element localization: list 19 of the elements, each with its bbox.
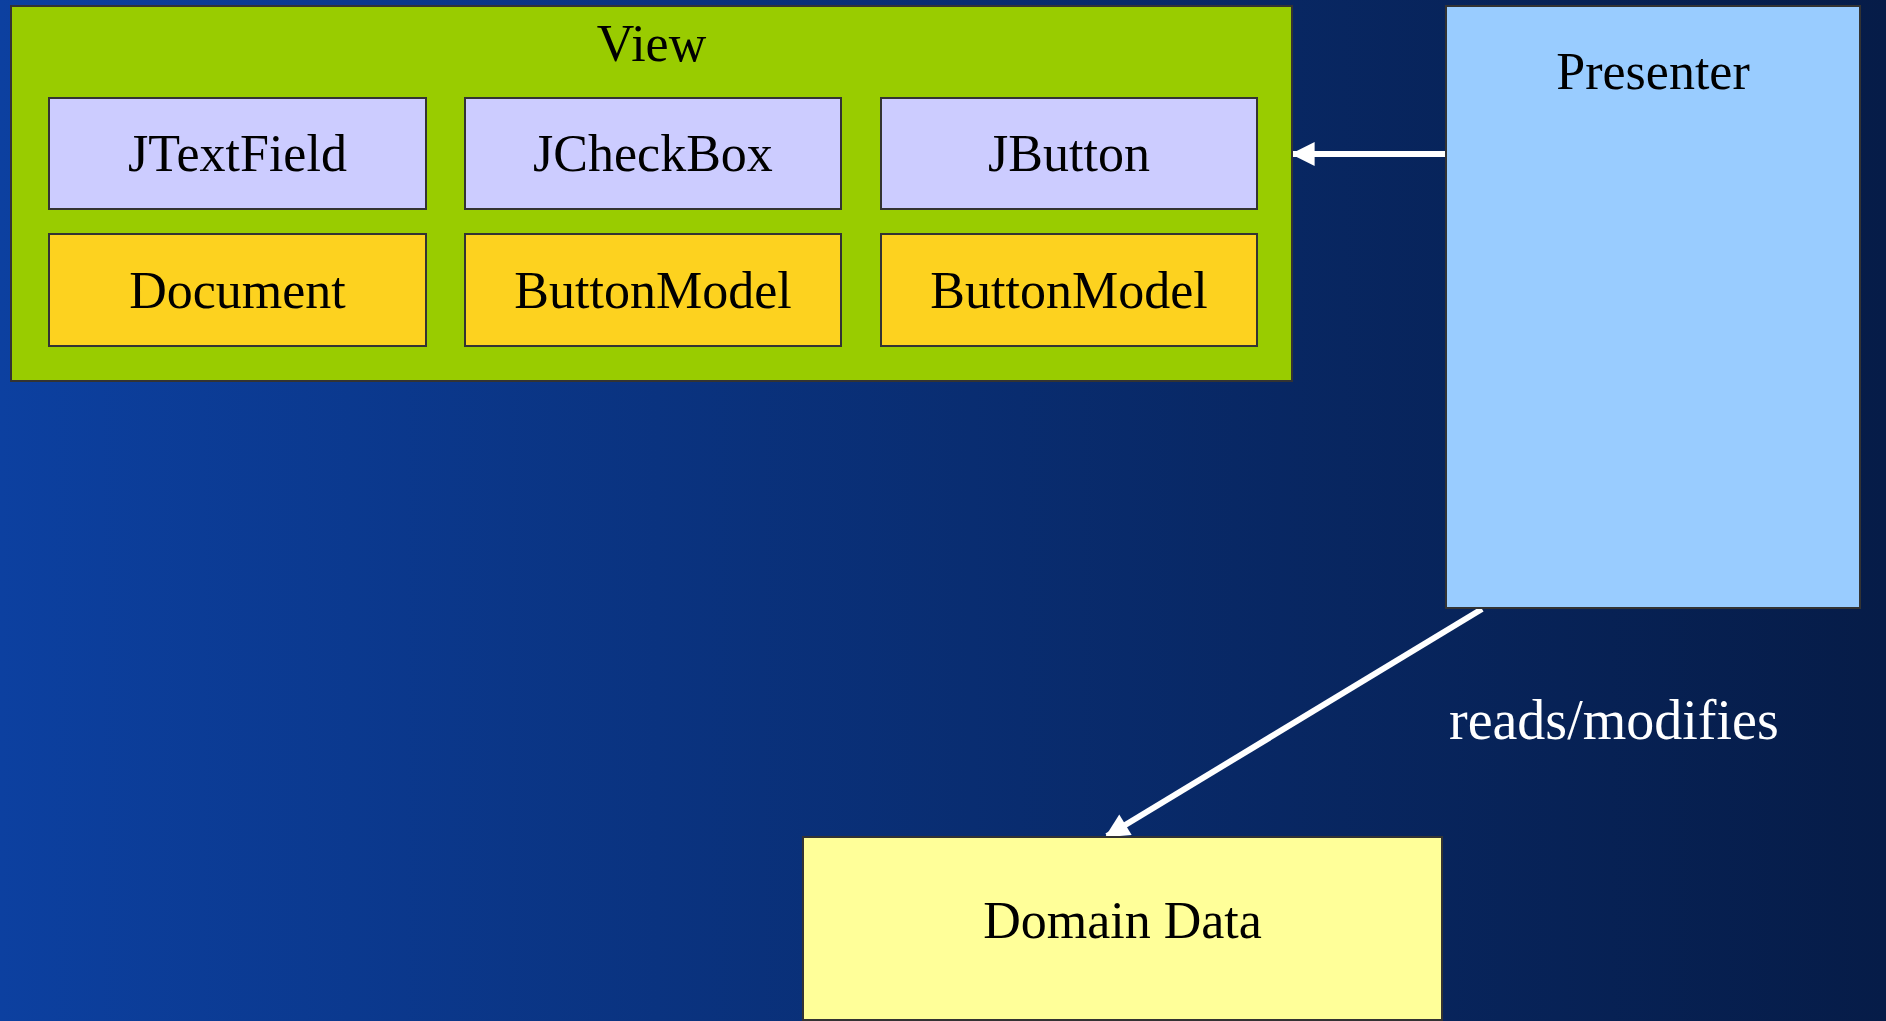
presenter-box <box>1445 5 1861 609</box>
node-label: Presenter <box>1556 42 1750 102</box>
view-panel <box>10 5 1293 382</box>
edge-label: reads/modifies <box>1449 688 1779 753</box>
node-label: JTextField <box>128 124 347 184</box>
model-box <box>48 233 427 347</box>
component-box <box>880 97 1258 210</box>
model-box <box>880 233 1258 347</box>
node-label: ButtonModel <box>930 260 1208 321</box>
node-label: ButtonModel <box>514 260 792 321</box>
component-box <box>48 97 427 210</box>
domain-data-box <box>802 836 1443 1021</box>
node-label: JButton <box>988 124 1150 184</box>
node-label: Document <box>129 260 346 321</box>
node-label: Domain Data <box>983 891 1262 951</box>
component-box <box>464 97 842 210</box>
node-label: View <box>596 14 707 74</box>
node-label: JCheckBox <box>533 124 773 184</box>
model-box <box>464 233 842 347</box>
